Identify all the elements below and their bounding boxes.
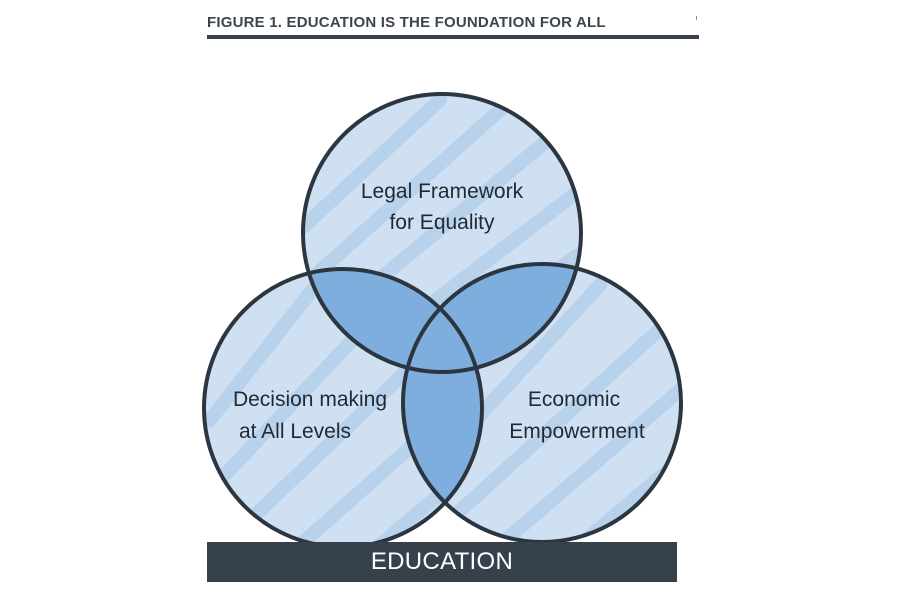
figure-title: FIGURE 1. EDUCATION IS THE FOUNDATION FO… xyxy=(207,14,606,31)
circle-label-left-line1: Decision making xyxy=(233,388,387,411)
title-underline xyxy=(207,35,699,39)
education-base-bar: EDUCATION xyxy=(207,542,677,582)
title-tick-mark xyxy=(696,16,697,20)
circle-label-right-line1: Economic xyxy=(528,388,620,411)
circle-label-right-line2: Empowerment xyxy=(509,420,645,443)
circle-outline-top xyxy=(301,92,583,374)
circle-label-left-line2: at All Levels xyxy=(239,420,351,443)
circle-label-top-line1: Legal Framework xyxy=(361,180,524,203)
circle-label-top-line2: for Equality xyxy=(389,211,495,234)
education-base-label: EDUCATION xyxy=(370,548,514,575)
